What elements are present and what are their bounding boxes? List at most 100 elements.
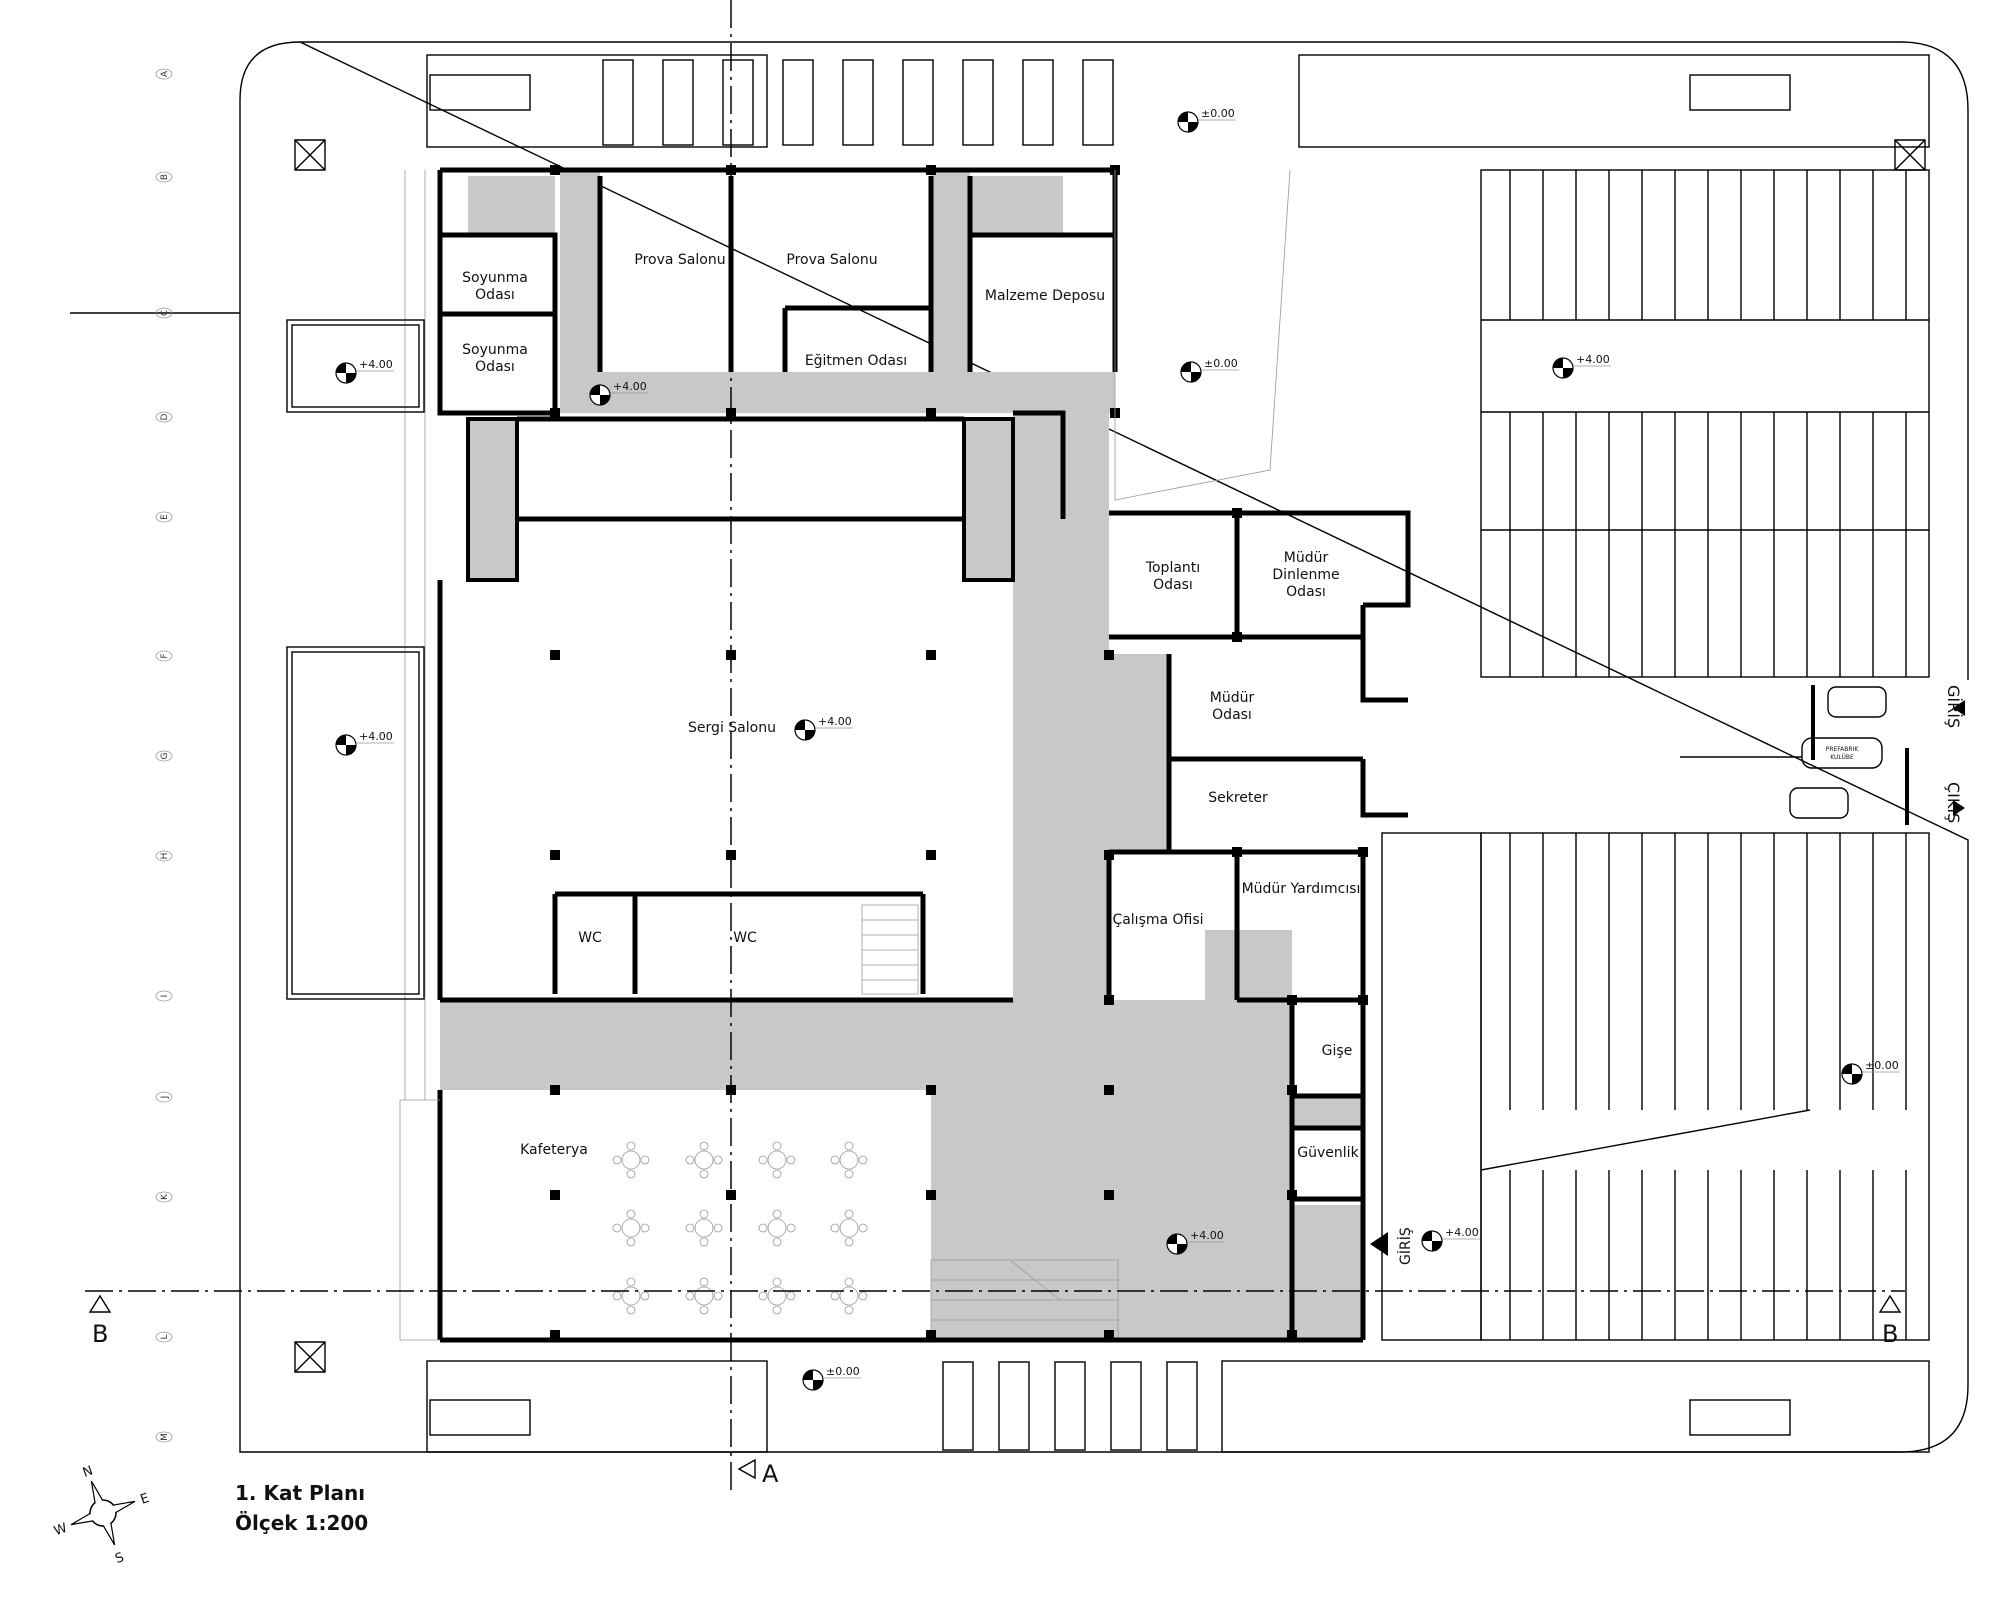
level-value: ±0.00 — [826, 1365, 860, 1378]
level-markers: ±0.00+4.00+4.00±0.00+4.00+4.00+4.00±0.00… — [335, 107, 1900, 1391]
grid-letter: B — [160, 174, 170, 180]
parking-stall — [1054, 1361, 1086, 1451]
table-icon — [767, 1150, 787, 1170]
chair-icon — [640, 1223, 650, 1233]
room-label-toplanti: Toplantı — [1145, 560, 1200, 576]
grid-letter: L — [160, 1334, 170, 1339]
room-label-dinlenme: Odası — [1286, 584, 1326, 600]
parking-stall — [962, 59, 994, 146]
grid-letter: E — [160, 514, 170, 520]
column — [1104, 650, 1114, 660]
grid-letter: F — [160, 653, 170, 658]
chair-icon — [830, 1223, 840, 1233]
chair-icon — [758, 1155, 768, 1165]
parking-stall — [782, 59, 814, 146]
grid-bubble — [155, 68, 173, 80]
table-icon — [621, 1150, 641, 1170]
room-labels: Soyunma Odası Soyunma Odası Prova Salonu… — [462, 252, 1360, 1161]
chair-icon — [830, 1155, 840, 1165]
chair-icon — [858, 1223, 868, 1233]
room-label-sergi: Sergi Salonu — [688, 720, 776, 736]
parking-stall — [998, 1361, 1030, 1451]
parking-stall — [602, 59, 634, 146]
level-value: +4.00 — [1445, 1226, 1479, 1239]
column — [1287, 1085, 1297, 1095]
column — [926, 850, 936, 860]
north-arrow-icon: N E S W — [52, 1463, 151, 1567]
column — [1104, 995, 1114, 1005]
room-label-yardimci: Müdür Yardımcısı — [1242, 881, 1361, 897]
column — [1232, 847, 1242, 857]
chair-icon — [844, 1237, 854, 1247]
parking-stall — [902, 59, 934, 146]
grid-letter: K — [160, 1193, 170, 1200]
parking-aisle-line — [1480, 1109, 1811, 1171]
cafeteria-tables — [612, 1141, 868, 1315]
chair-icon — [772, 1169, 782, 1179]
room-label-kafeterya: Kafeterya — [520, 1142, 588, 1158]
column — [550, 408, 560, 418]
entrance-label-giris-side: GİRİŞ — [1944, 685, 1963, 728]
chair-icon — [758, 1291, 768, 1301]
chair-icon — [844, 1209, 854, 1219]
chair-icon — [858, 1291, 868, 1301]
parking-stall — [1082, 59, 1114, 146]
level-marker: ±0.00 — [802, 1365, 861, 1391]
chair-icon — [640, 1291, 650, 1301]
column — [1358, 995, 1368, 1005]
level-value: ±0.00 — [1201, 107, 1235, 120]
plan-scale: Ölçek 1:200 — [235, 1511, 368, 1535]
room-label-dinlenme: Dinlenme — [1272, 567, 1339, 583]
column — [726, 850, 736, 860]
level-value: ±0.00 — [1865, 1059, 1899, 1072]
chair-icon — [713, 1155, 723, 1165]
chair-icon — [612, 1291, 622, 1301]
table-icon — [694, 1218, 714, 1238]
chair-icon — [786, 1223, 796, 1233]
chair-icon — [844, 1277, 854, 1287]
room-label-dinlenme: Müdür — [1284, 550, 1329, 566]
chair-icon — [758, 1223, 768, 1233]
chair-icon — [772, 1141, 782, 1151]
section-label-b-right: B — [1882, 1320, 1898, 1348]
level-marker: +4.00 — [1166, 1229, 1225, 1255]
chair-icon — [772, 1209, 782, 1219]
compass-n: N — [81, 1463, 95, 1480]
chair-icon — [626, 1169, 636, 1179]
level-marker: ±0.00 — [1841, 1059, 1900, 1085]
level-marker: ±0.00 — [1177, 107, 1236, 133]
column — [1358, 847, 1368, 857]
level-value: +4.00 — [359, 358, 393, 371]
column — [926, 650, 936, 660]
column — [1104, 850, 1114, 860]
parking-stall — [1110, 1361, 1142, 1451]
chair-icon — [685, 1223, 695, 1233]
grid-letter: M — [160, 1433, 170, 1441]
parking-stalls — [602, 59, 1929, 1451]
level-marker: ±0.00 — [1180, 357, 1239, 383]
chair-icon — [830, 1291, 840, 1301]
grid-bubble — [155, 750, 173, 762]
parking-stall — [842, 59, 874, 146]
parking-stall — [662, 59, 694, 146]
exit-arrow-icon — [1953, 800, 1965, 816]
grid-letter: H — [160, 853, 170, 860]
section-marker-icon — [737, 1458, 756, 1480]
table-icon — [694, 1286, 714, 1306]
grid-bubble — [155, 411, 173, 423]
parking-stall — [722, 59, 754, 146]
level-marker: +4.00 — [794, 715, 853, 741]
column — [926, 1190, 936, 1200]
chair-icon — [844, 1141, 854, 1151]
room-label-egitmen: Eğitmen Odası — [805, 353, 907, 369]
column — [926, 1085, 936, 1095]
chair-icon — [626, 1277, 636, 1287]
level-value: ±0.00 — [1204, 357, 1238, 370]
column — [1104, 1085, 1114, 1095]
grid-letter: A — [160, 70, 170, 77]
grid-bubble — [155, 1191, 173, 1203]
column — [1232, 632, 1242, 642]
chair-icon — [772, 1305, 782, 1315]
grid-bubble — [155, 990, 173, 1002]
chair-icon — [786, 1291, 796, 1301]
